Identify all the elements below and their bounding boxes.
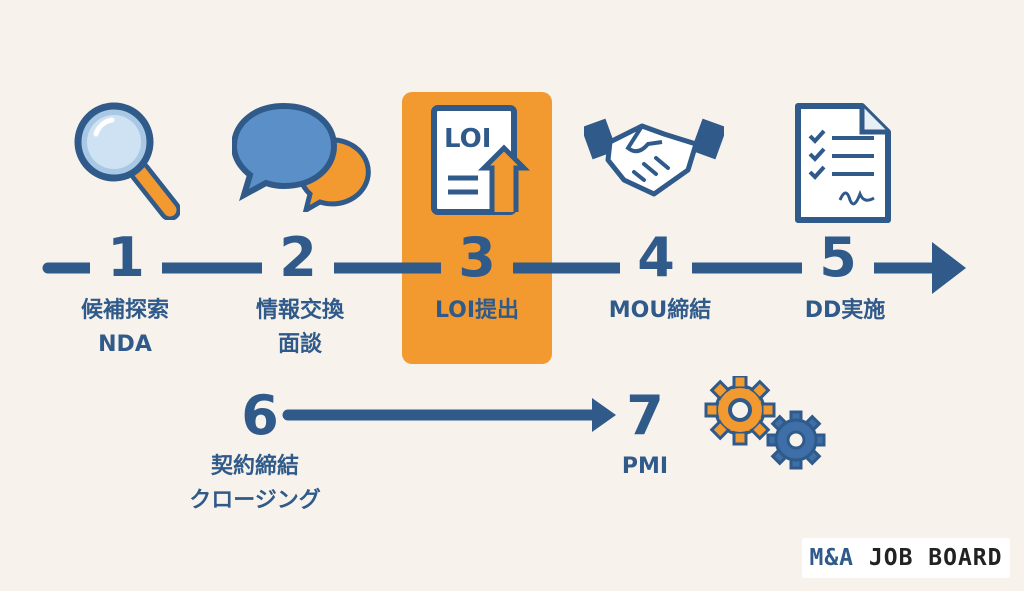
- chat-bubbles-icon: [232, 102, 371, 212]
- step-6-label: 契約締結 クロージング: [155, 450, 355, 518]
- step-1-number: 1: [90, 228, 162, 288]
- step-3-label-line-1: LOI提出: [434, 298, 520, 323]
- step-1-label: 候補探索 NDA: [25, 294, 225, 362]
- step-4-label: MOU締結: [560, 294, 760, 328]
- step-2-label-line-1: 情報交換: [255, 298, 344, 323]
- loi-document-icon: LOI: [430, 104, 530, 216]
- second-timeline-arrow: [282, 398, 616, 432]
- step-6-label-line-1: 契約締結: [210, 454, 299, 479]
- step-7-number: 7: [626, 384, 664, 447]
- step-2-label-line-2: 面談: [277, 332, 322, 357]
- loi-icon-text: LOI: [444, 124, 492, 154]
- step-3-number: 3: [441, 228, 513, 288]
- step-7-label-line-1: PMI: [621, 454, 669, 479]
- step-6-number: 6: [241, 384, 279, 447]
- step-3-label: LOI提出: [377, 294, 577, 328]
- gears-icon: [704, 376, 826, 470]
- step-2-label: 情報交換 面談: [200, 294, 400, 362]
- magnifier-icon: [74, 102, 180, 220]
- step-5-label: DD実施: [745, 294, 945, 328]
- step-5-number: 5: [802, 228, 874, 288]
- brand-part-1: M&A: [809, 545, 855, 571]
- step-1-label-line-2: NDA: [98, 332, 152, 357]
- checklist-document-icon: [795, 103, 891, 223]
- brand-logo: M&A JOB BOARD: [802, 538, 1010, 578]
- step-2-number: 2: [262, 228, 334, 288]
- step-1-label-line-1: 候補探索: [80, 298, 169, 323]
- step-7-label: PMI: [545, 450, 745, 484]
- handshake-icon: [584, 118, 724, 197]
- step-5-label-line-1: DD実施: [804, 298, 886, 323]
- brand-part-2: JOB BOARD: [854, 545, 1003, 571]
- step-4-label-line-1: MOU締結: [608, 298, 712, 323]
- step-6-label-line-2: クロージング: [189, 488, 321, 513]
- step-4-number: 4: [620, 228, 692, 288]
